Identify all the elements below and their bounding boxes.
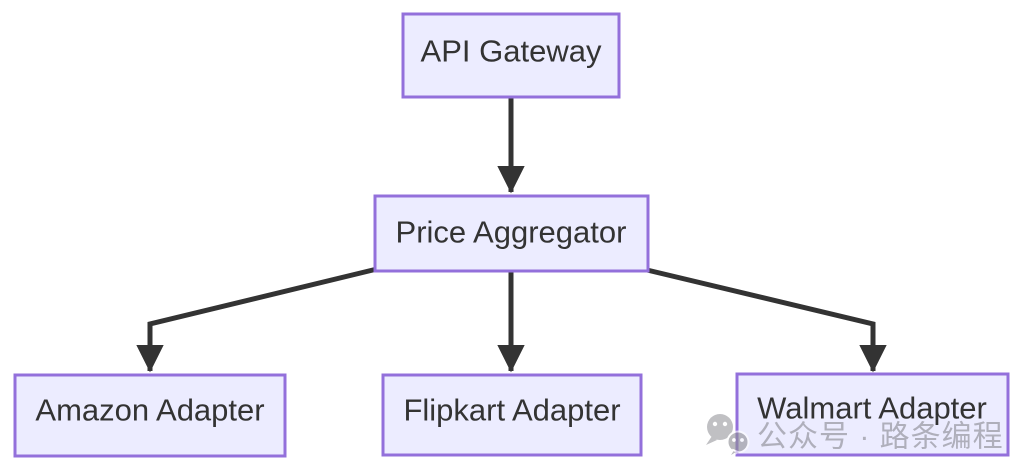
node-api-gateway-box — [401, 12, 621, 99]
wechat-icon — [706, 414, 750, 459]
node-amazon-adapter-label: Amazon Adapter — [35, 393, 264, 428]
edge-priceaggregator-to-walmartadapter — [646, 267, 887, 373]
node-flipkart-adapter-label: Flipkart Adapter — [403, 393, 620, 428]
node-api-gateway: API Gateway — [401, 12, 621, 99]
node-flipkart-adapter-box — [381, 373, 643, 457]
node-amazon-adapter-box — [13, 373, 287, 458]
node-price-aggregator-label: Price Aggregator — [396, 215, 627, 250]
edge-group — [136, 97, 887, 373]
node-walmart-adapter: Walmart Adapter — [735, 372, 1010, 457]
edge-priceaggregator-to-amazonadapter — [136, 266, 378, 373]
node-price-aggregator-box — [373, 194, 650, 273]
node-amazon-adapter: Amazon Adapter — [13, 373, 287, 458]
node-flipkart-adapter: Flipkart Adapter — [381, 373, 643, 457]
node-walmart-adapter-box — [735, 372, 1010, 457]
node-walmart-adapter-label: Walmart Adapter — [757, 391, 987, 426]
watermark: 公众号 · 路条编程 — [706, 414, 1004, 459]
node-api-gateway-label: API Gateway — [421, 34, 602, 69]
node-price-aggregator: Price Aggregator — [373, 194, 650, 273]
watermark-text: 公众号 · 路条编程 — [757, 421, 1004, 454]
